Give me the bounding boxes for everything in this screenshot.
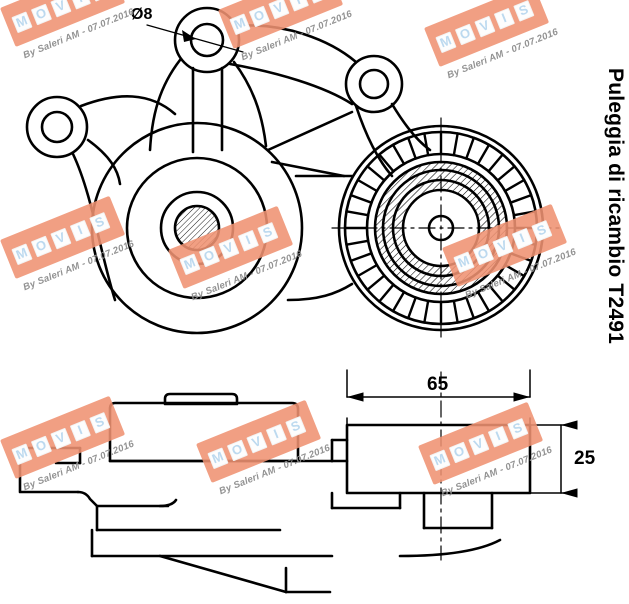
pulley-rib bbox=[423, 299, 430, 324]
pulley-rib bbox=[465, 296, 476, 320]
pulley-rib bbox=[487, 153, 504, 173]
pulley-rib bbox=[391, 143, 406, 166]
pulley-rib bbox=[345, 210, 370, 217]
pulley-rib bbox=[349, 193, 373, 204]
pulley-rib bbox=[349, 252, 373, 263]
pulley-rib bbox=[391, 290, 406, 313]
dimension-25 bbox=[529, 420, 578, 498]
pulley-rib bbox=[465, 136, 476, 160]
dimension-65-label: 65 bbox=[427, 374, 449, 395]
pulley-rib bbox=[452, 299, 459, 324]
pulley-rib bbox=[356, 263, 379, 278]
pulley-rib bbox=[476, 290, 491, 313]
pulley-rib bbox=[496, 165, 516, 182]
pulley-rib bbox=[423, 132, 430, 157]
pulley-rib bbox=[378, 153, 395, 173]
diameter-callout-label: Ø8 bbox=[131, 6, 153, 23]
pulley-rib bbox=[509, 193, 533, 204]
dimension-25-label: 25 bbox=[574, 448, 596, 469]
pulley-rib bbox=[452, 132, 459, 157]
pulley-rib bbox=[345, 239, 370, 246]
pulley-rib bbox=[476, 143, 491, 166]
page-title: Puleggia di ricambio T2491 bbox=[604, 68, 627, 344]
pulley-rib bbox=[406, 296, 417, 320]
side-view-geometry bbox=[18, 392, 532, 594]
pulley-rib bbox=[487, 283, 504, 303]
main-hub-bore bbox=[125, 156, 269, 300]
pulley-rib bbox=[356, 178, 379, 193]
pulley-rib bbox=[503, 178, 526, 193]
diameter-leader-arrow bbox=[182, 30, 196, 42]
pulley-rib bbox=[366, 274, 386, 291]
pulley-rib bbox=[366, 165, 386, 182]
pulley-rib bbox=[378, 283, 395, 303]
pulley-rib bbox=[406, 136, 417, 160]
